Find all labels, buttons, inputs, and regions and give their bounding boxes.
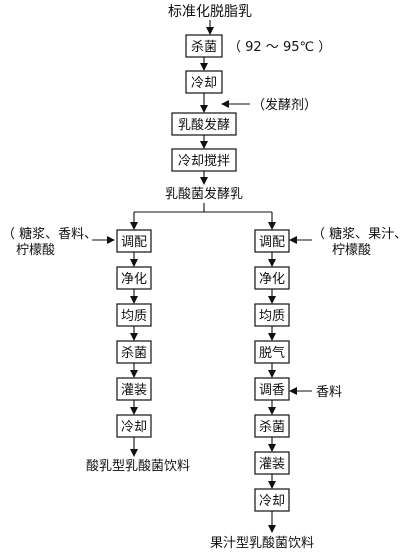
svg-text:杀菌: 杀菌 [121,346,147,361]
svg-text:均质: 均质 [259,309,285,324]
svg-text:灌装: 灌装 [259,457,285,472]
right-step-7: 灌装 [254,451,290,475]
flavor-label: 香料 [316,385,342,400]
svg-text:杀菌: 杀菌 [259,420,285,435]
starter-culture-label: （发酵剂） [252,97,317,113]
svg-text:调配: 调配 [121,235,147,250]
right-step-6: 杀菌 [254,414,290,438]
left-step-5: 灌装 [116,377,152,401]
right-step-8: 冷却 [254,488,290,512]
svg-text:调配: 调配 [259,235,285,250]
svg-text:冷却: 冷却 [121,420,147,435]
source-label: 标准化脱脂乳 [168,4,252,20]
sterilize-temperature-note: （ 92 ～ 95℃ ） [228,40,331,55]
left-step-4: 杀菌 [116,340,152,364]
right-step-3: 均质 [254,303,290,327]
left-product-label: 酸乳型乳酸菌饮料 [86,459,190,474]
svg-text:乳酸发酵: 乳酸发酵 [178,117,230,133]
right-step-5: 调香 [254,377,290,401]
svg-text:冷却: 冷却 [259,494,285,509]
left-step-3: 均质 [116,303,152,327]
left-additives-line2: 柠檬酸 [16,243,55,258]
svg-text:均质: 均质 [121,309,147,324]
step-cool-stir: 冷却搅拌 [171,148,237,172]
right-additives-line2: 柠檬酸 [332,243,371,258]
left-step-6: 冷却 [116,414,152,438]
svg-text:杀菌: 杀菌 [191,40,217,55]
left-additives-line1: （ 糖浆、香料、 [2,226,97,242]
left-step-2: 净化 [116,266,152,290]
intermediate-product-label: 乳酸菌发酵乳 [165,186,243,202]
right-step-2: 净化 [254,266,290,290]
svg-text:净化: 净化 [259,272,285,287]
svg-text:净化: 净化 [121,272,147,287]
svg-text:冷却搅拌: 冷却搅拌 [178,153,230,169]
svg-text:灌装: 灌装 [121,383,147,398]
left-step-1: 调配 [116,229,152,253]
svg-text:脱气: 脱气 [259,345,285,361]
right-step-1: 调配 [254,229,290,253]
right-product-label: 果汁型乳酸菌饮料 [210,536,314,551]
step-lactic-fermentation: 乳酸发酵 [171,112,237,136]
step-sterilize: 杀菌 [185,34,223,58]
right-step-4: 脱气 [254,340,290,364]
right-additives-line1: （ 糖浆、果汁、 [312,226,400,242]
step-cool: 冷却 [185,70,223,94]
svg-text:调香: 调香 [259,383,285,398]
svg-text:冷却: 冷却 [191,76,217,91]
